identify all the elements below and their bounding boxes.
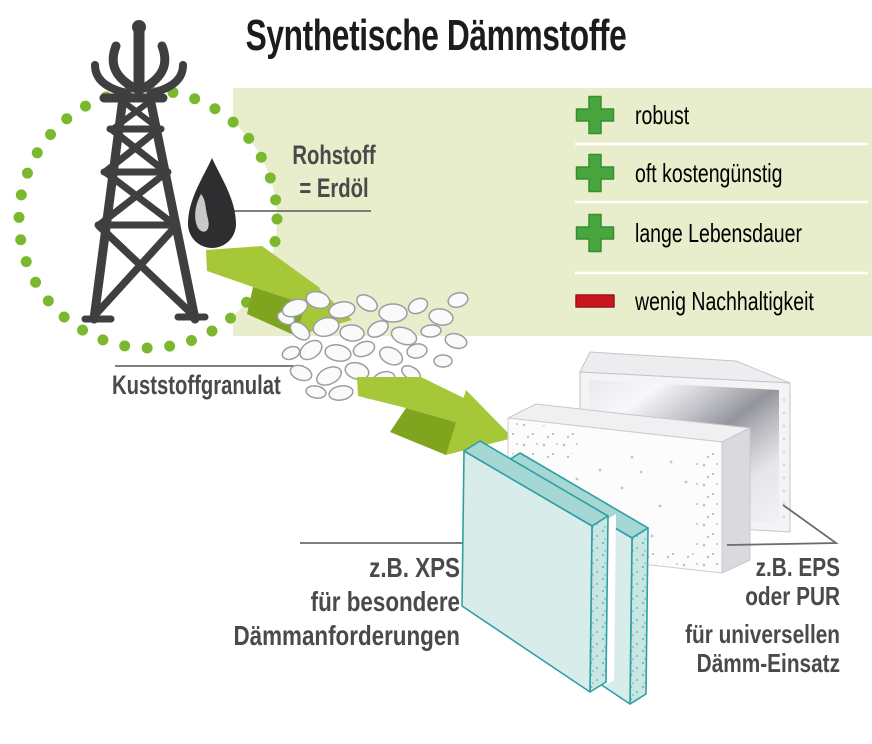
page-title: Synthetische Dämmstoffe [245,11,627,60]
list-item-lifespan: lange Lebensdauer [575,213,872,253]
raw-material-label: Rohstoff = Erdöl [259,139,409,205]
oil-drop-icon [188,158,236,248]
background-band [233,88,872,336]
xps-board-illustration [461,440,649,705]
raw-material-line1: Rohstoff [292,140,376,170]
oil-derrick-icon [81,20,209,324]
list-item-label: robust [635,100,690,130]
eps-label-line4: Dämm-Einsatz [696,648,840,678]
minus-icon [575,294,615,308]
eps-label-line2: oder PUR [745,581,840,611]
plus-icon [575,213,615,253]
xps-product-label: z.B. XPS für besondere Dämmanforderungen [220,551,460,653]
list-separators [575,142,868,275]
arrow-granulate-to-boards [357,377,513,455]
raw-material-line2: = Erdöl [299,173,369,203]
oil-gusher-icon [91,20,187,97]
xps-slab-front [461,440,609,693]
list-item-sustainability: wenig Nachhaltigkeit [575,281,872,321]
label-connector-lines [300,504,839,546]
xps-label-line2: für besondere [310,586,460,617]
plus-icon [575,95,615,135]
eps-label-line3: für universellen [685,619,840,649]
eps-label-line1: z.B. EPS [755,552,840,582]
list-item-label: oft kostengünstig [635,158,783,188]
list-item-label: lange Lebensdauer [635,218,802,248]
list-item-robust: robust [575,95,872,135]
xps-label-line3: Dämmanforderungen [233,620,460,651]
list-item-cost: oft kostengünstig [575,153,872,193]
granulate-label: Kuststoffgranulat [112,370,281,400]
eps-product-label: z.B. EPS oder PUR für universellen Dämm-… [600,553,840,678]
xps-label-line1: z.B. XPS [369,552,460,583]
list-item-label: wenig Nachhaltigkeit [635,286,814,316]
plus-icon [575,153,615,193]
